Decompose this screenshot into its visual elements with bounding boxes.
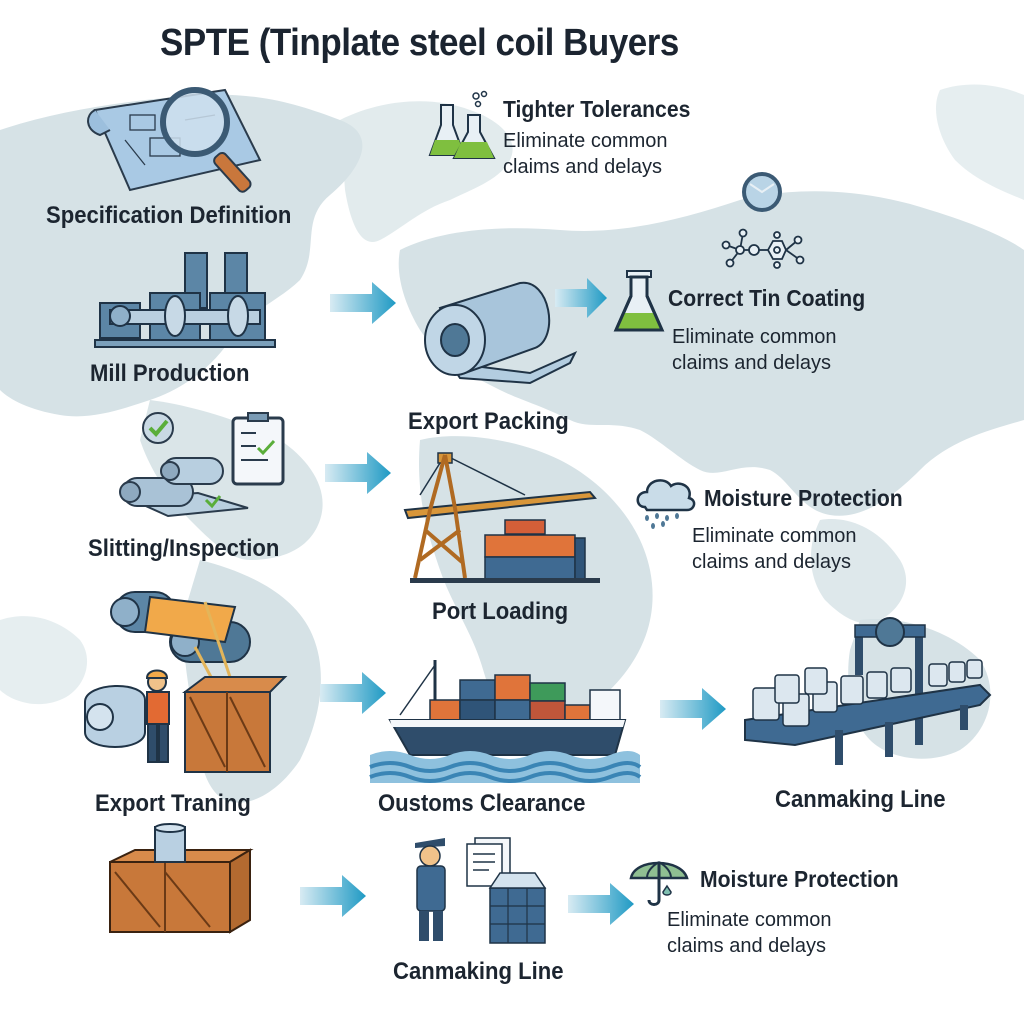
step-label-mill-production: Mill Production bbox=[90, 360, 250, 387]
page-title: SPTE (Tinplate steel coil Buyers bbox=[160, 22, 679, 64]
callout-desc-line: claims and delays bbox=[503, 156, 662, 178]
coil-checklist-icon bbox=[119, 412, 285, 518]
callout-title-tighter-tolerances: Tighter Tolerances bbox=[503, 96, 691, 122]
step-label-oustoms-clearance: Oustoms Clearance bbox=[378, 790, 586, 817]
flow-arrow-icon bbox=[330, 282, 396, 324]
step-label-specification-definition: Specification Definition bbox=[46, 202, 292, 229]
callout-title-moisture-protection-2: Moisture Protection bbox=[700, 866, 899, 892]
flow-arrow-icon bbox=[660, 688, 726, 730]
callout-desc-line: claims and delays bbox=[672, 352, 831, 374]
step-label-export-packing: Export Packing bbox=[408, 408, 569, 435]
callout-desc-correct-tin-coating: Eliminate common claims and delays bbox=[672, 324, 837, 376]
molecule-icon bbox=[721, 228, 805, 269]
callout-desc-line: claims and delays bbox=[667, 935, 826, 957]
rain-cloud-icon bbox=[636, 479, 696, 529]
callout-desc-line: Eliminate common bbox=[667, 909, 832, 931]
step-label-port-loading: Port Loading bbox=[432, 598, 569, 625]
can-conveyor-icon bbox=[744, 617, 992, 765]
callout-desc-moisture-protection-1: Eliminate common claims and delays bbox=[692, 523, 857, 575]
tin-disc-icon bbox=[742, 172, 782, 212]
callout-desc-tighter-tolerances: Eliminate common claims and delays bbox=[503, 128, 668, 180]
port-crane-icon bbox=[403, 452, 600, 583]
steel-coil-icon bbox=[424, 281, 578, 385]
callout-title-correct-tin-coating: Correct Tin Coating bbox=[668, 285, 866, 311]
blueprint-magnifier-icon bbox=[87, 87, 262, 193]
umbrella-icon bbox=[629, 861, 689, 906]
flow-arrow-icon bbox=[300, 875, 366, 917]
callout-title-moisture-protection-1: Moisture Protection bbox=[704, 485, 903, 511]
callout-desc-line: Eliminate common bbox=[672, 326, 837, 348]
flow-arrow-icon bbox=[568, 883, 634, 925]
flow-arrow-icon bbox=[325, 452, 391, 494]
flow-arrow-icon bbox=[320, 672, 386, 714]
worker-crate-coils-icon bbox=[84, 591, 288, 773]
step-label-slitting-inspection: Slitting/Inspection bbox=[88, 535, 280, 562]
callout-desc-moisture-protection-2: Eliminate common claims and delays bbox=[667, 907, 832, 959]
customs-officer-icon bbox=[415, 837, 547, 944]
cargo-ship-icon bbox=[369, 660, 642, 783]
step-label-export-traning: Export Traning bbox=[95, 790, 251, 817]
flow-arrow-icon bbox=[555, 278, 607, 318]
callout-desc-line: Eliminate common bbox=[503, 130, 668, 152]
callout-desc-line: claims and delays bbox=[692, 551, 851, 573]
callout-desc-line: Eliminate common bbox=[692, 525, 857, 547]
flask-icon bbox=[613, 270, 665, 332]
flasks-icon bbox=[428, 90, 496, 159]
rolling-mill-icon bbox=[94, 252, 276, 348]
step-label-canmaking-line-bottom: Canmaking Line bbox=[393, 958, 564, 985]
step-label-canmaking-line-right: Canmaking Line bbox=[775, 786, 946, 813]
crate-can-icon bbox=[109, 823, 254, 934]
